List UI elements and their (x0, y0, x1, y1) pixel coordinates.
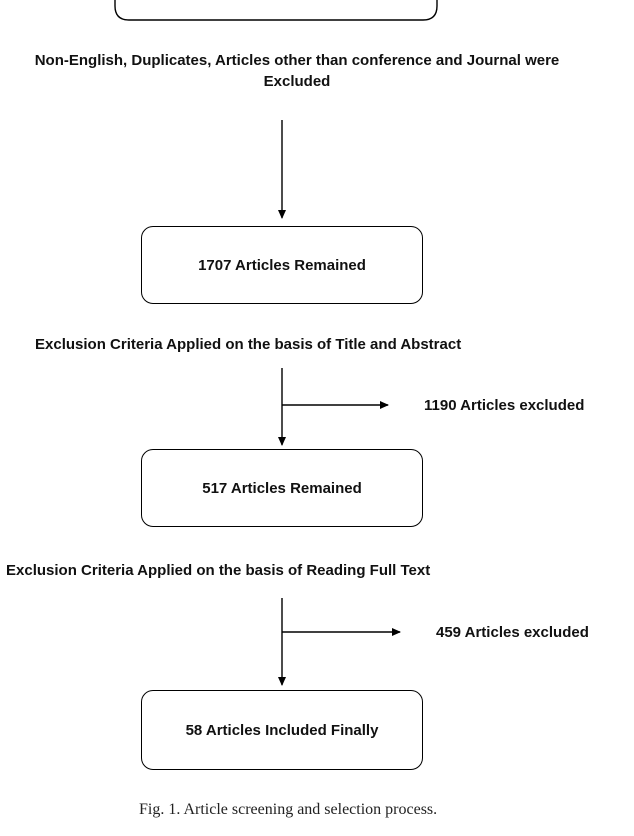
exclusion-step-3-label: Exclusion Criteria Applied on the basis … (6, 562, 431, 579)
box-517-remained: 517 Articles Remained (141, 449, 423, 527)
side-excluded-459-label: 459 Articles excluded (436, 624, 589, 641)
box-58-included-finally: 58 Articles Included Finally (141, 690, 423, 770)
side-excluded-1190-label: 1190 Articles excluded (424, 397, 585, 414)
box-1707-remained: 1707 Articles Remained (141, 226, 423, 304)
figure-caption: Fig. 1. Article screening and selection … (139, 801, 438, 818)
top-box-partial (114, 0, 438, 21)
exclusion-step-2-label: Exclusion Criteria Applied on the basis … (35, 336, 462, 353)
exclusion-step-1-label: Non-English, Duplicates, Articles other … (34, 52, 560, 90)
